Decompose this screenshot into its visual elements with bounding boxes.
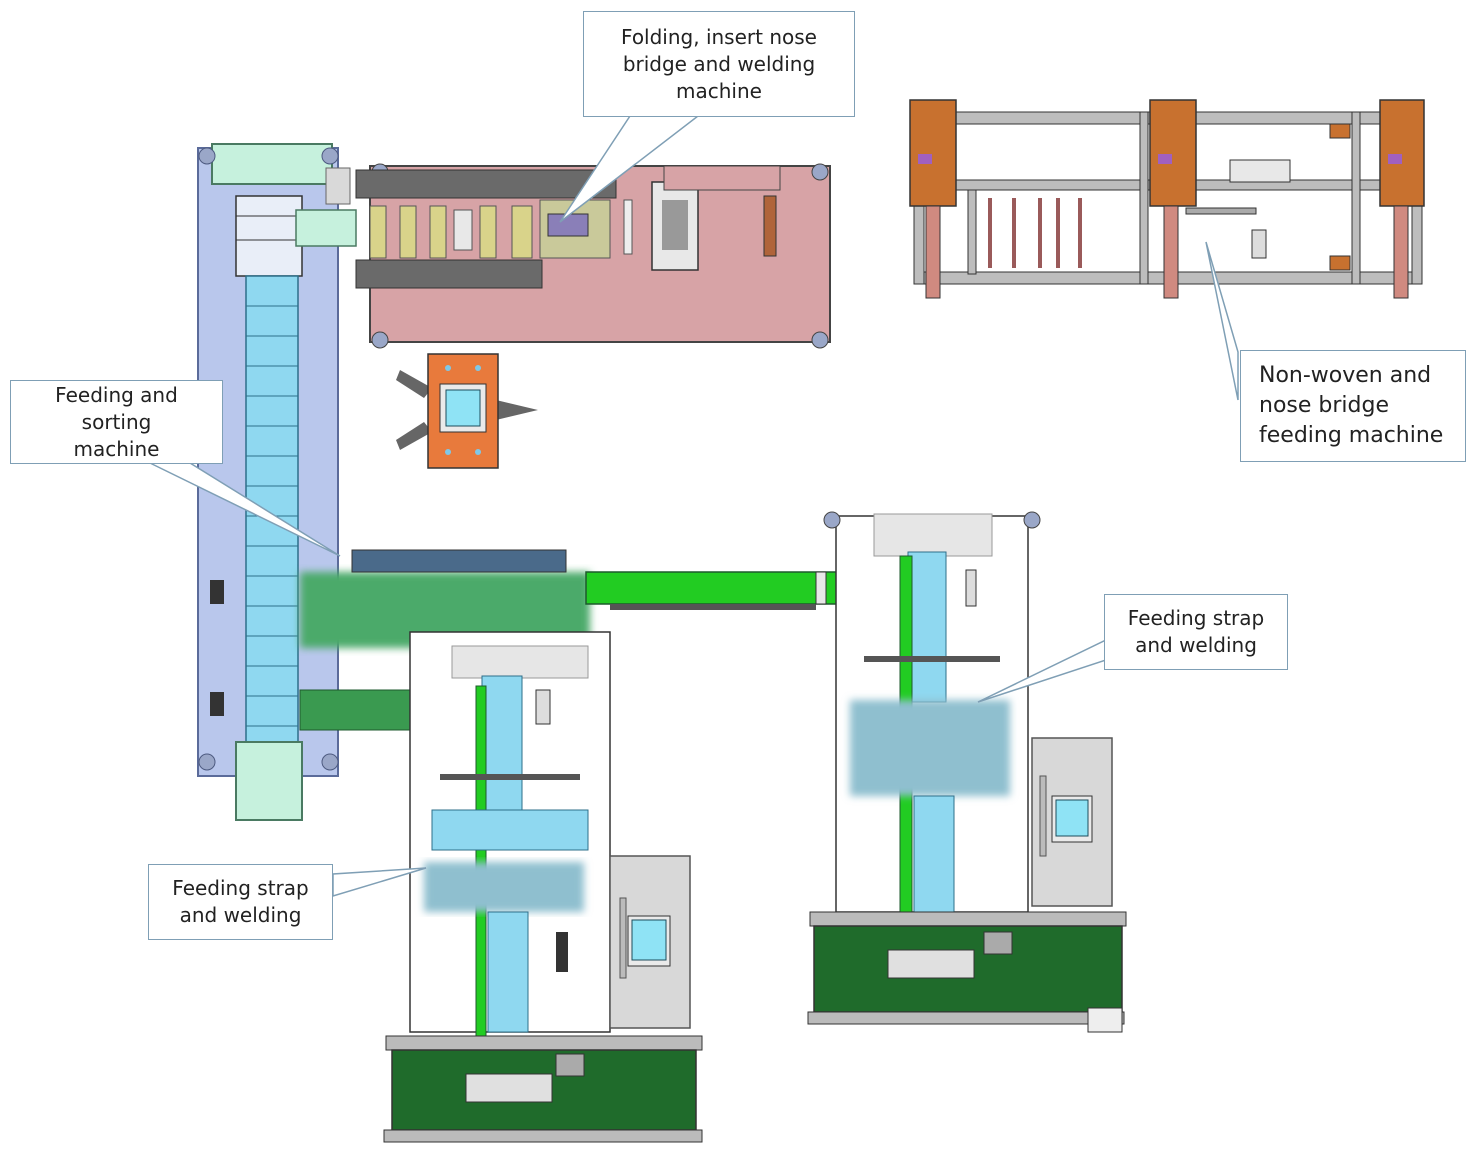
callout-strap-left-line1: Feeding strap — [172, 876, 309, 900]
folding-welding-machine — [355, 163, 831, 349]
callout-feeding-sorting-line1: Feeding and sorting — [55, 382, 178, 434]
orange-column-middle — [1149, 99, 1197, 207]
callout-strap-left-line2: and welding — [179, 903, 302, 927]
callout-nonwoven-feeding: Non-woven and nose bridge feeding machin… — [1240, 350, 1466, 462]
nonwoven-feeding-frame — [909, 99, 1425, 299]
callout-nonwoven-line1: Non-woven and — [1259, 363, 1432, 389]
callout-nonwoven-line3: feeding machine — [1259, 422, 1444, 448]
callout-strap-right-line2: and welding — [1135, 633, 1257, 657]
orange-column-left — [909, 99, 957, 207]
callout-strap-right-line1: Feeding strap — [1127, 606, 1265, 630]
blurred-welding-head-right — [850, 700, 1010, 796]
blurred-welding-head-left — [424, 862, 584, 912]
feeding-sorting-machine — [197, 143, 590, 821]
callout-folding-line1: Folding, insert nose — [621, 24, 817, 49]
pointer-nonwoven — [1205, 241, 1239, 401]
callout-feeding-sorting-line2: machine — [73, 436, 160, 461]
callout-strap-welding-right: Feeding strap and welding — [1104, 594, 1288, 670]
callout-strap-welding-left: Feeding strap and welding — [148, 864, 333, 940]
orange-control-unit — [396, 353, 538, 469]
pointer-strap-left — [332, 867, 427, 898]
callout-folding-line3: machine — [676, 78, 762, 103]
bottom-hopper — [235, 741, 303, 821]
top-hopper — [211, 143, 333, 185]
callout-folding-welding: Folding, insert nose bridge and welding … — [583, 11, 855, 117]
main-transfer-conveyor — [351, 549, 917, 610]
orange-column-right — [1379, 99, 1425, 207]
callout-nonwoven-line2: nose bridge — [1259, 393, 1389, 419]
strap-welding-station-right — [807, 511, 1127, 1033]
callout-folding-line2: bridge and welding — [622, 51, 816, 76]
callout-feeding-sorting: Feeding and sorting machine — [10, 380, 223, 464]
strap-welding-station-left — [383, 631, 703, 1143]
